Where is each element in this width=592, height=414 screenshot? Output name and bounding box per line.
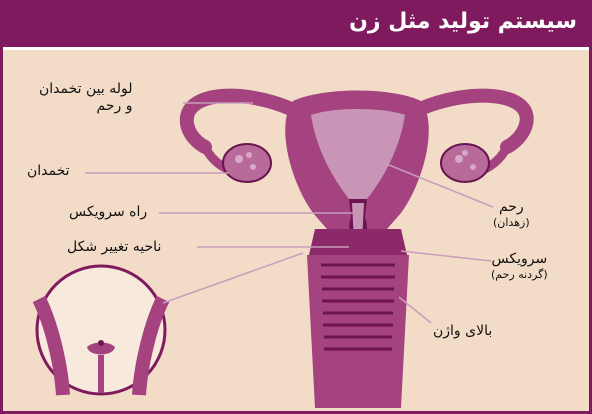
label-uterus: رحم (زهدان) [493, 199, 530, 229]
left-ovary [223, 144, 271, 182]
label-upper-vagina: بالای واژن [433, 323, 492, 340]
label-cervical-canal: راه سرویکس [69, 204, 147, 221]
label-fallopian-tube-line1: لوله بین تخمدان [39, 81, 133, 98]
leader-cervix [401, 251, 491, 261]
label-fallopian-tube-line2: و رحم [39, 98, 133, 115]
label-cervix-main: سرویکس [491, 251, 548, 268]
label-fallopian-tube: لوله بین تخمدان و رحم [39, 81, 133, 115]
right-ovary [441, 144, 489, 182]
label-uterus-sub: (زهدان) [493, 216, 530, 229]
label-uterus-main: رحم [493, 199, 530, 216]
cervix [309, 229, 407, 255]
label-transformation-zone: ناحیه تغییر شکل [67, 239, 161, 256]
body-location-inset [37, 266, 165, 395]
label-cervix: سرویکس (گردنه رحم) [491, 251, 548, 281]
label-cervix-sub: (گردنه رحم) [491, 268, 548, 281]
leader-inset [163, 253, 303, 303]
label-ovary: تخمدان [27, 163, 70, 180]
